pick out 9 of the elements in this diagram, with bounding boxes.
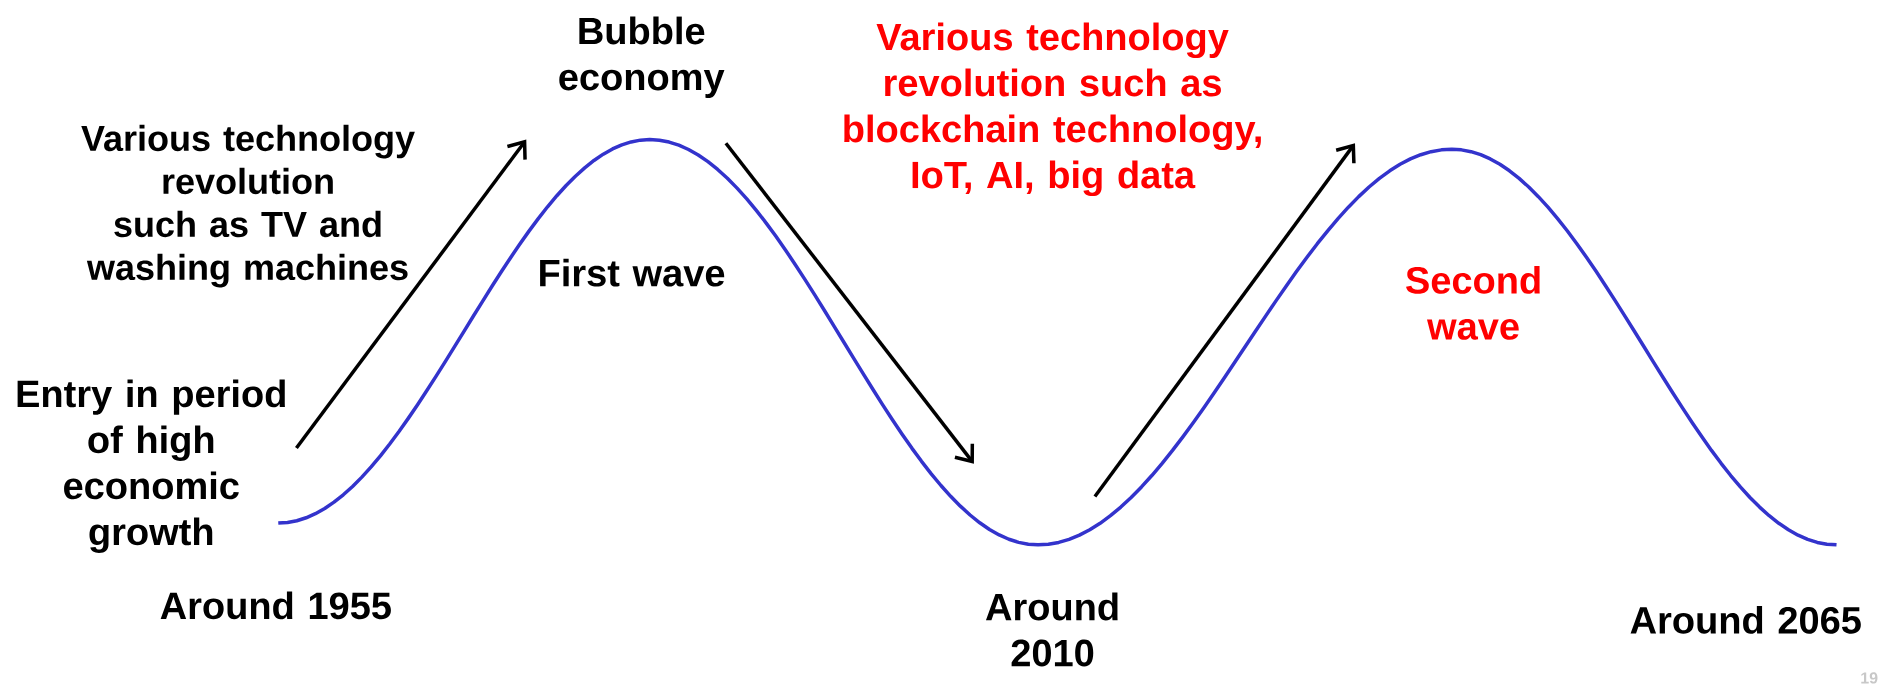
annotation-text: Various technology revolution such as blockchain technology, IoT, AI, big data <box>844 22 1261 197</box>
wave-label: First wave <box>540 258 725 287</box>
annotation-text: Various technology revolution such as TV and washing machines <box>81 124 415 288</box>
annotation-text: Entry in period of high economic growth <box>17 379 285 553</box>
year-label: Around 2065 <box>1630 605 1861 634</box>
year-label: Around 2010 <box>985 592 1118 667</box>
heading-text: Bubble economy <box>559 16 725 98</box>
year-label: Around 1955 <box>160 591 391 620</box>
wave-label: Second wave <box>1406 265 1540 340</box>
